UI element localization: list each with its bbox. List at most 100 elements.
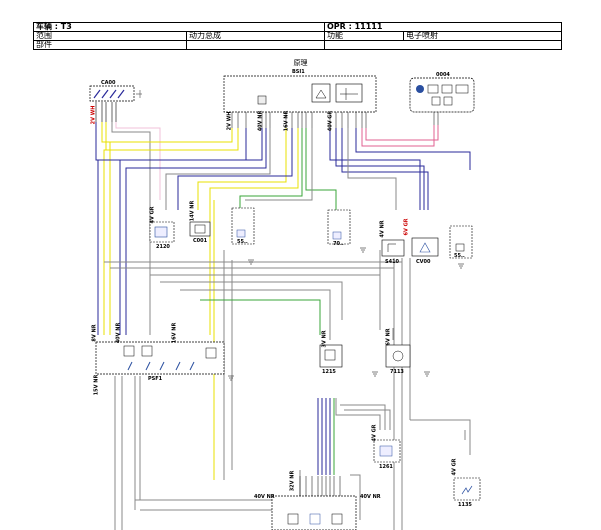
conn-bottom-top: 32V NR: [289, 470, 296, 492]
module-icon: [287, 513, 299, 525]
component-cv00: [411, 237, 439, 257]
label-psf1: PSF1: [148, 376, 163, 382]
conn-c001: 14V NR: [189, 200, 196, 222]
wire-grey: [180, 289, 331, 335]
wire-yellow: [101, 122, 111, 335]
part-label: 部件: [34, 41, 187, 49]
scope-value: 动力总成: [189, 31, 221, 40]
wire-blue: [341, 128, 429, 210]
component-55b: [449, 225, 473, 259]
wire-green: [200, 299, 321, 335]
conn-bsi-d: 40V GR: [327, 110, 334, 132]
component-ecu-bottom: [271, 476, 357, 530]
label-55b: 55..: [454, 253, 465, 259]
wire-grey: [111, 122, 151, 335]
conn-psf1-c: 16V NR: [171, 322, 178, 344]
component-ca00: [89, 85, 142, 122]
conn-bsi-b: 40V NR: [257, 110, 264, 132]
wire-grey: [135, 470, 301, 501]
label-7113: 7113: [390, 369, 404, 375]
conn-1135: 4V GR: [451, 458, 458, 476]
module-icon: [331, 513, 343, 525]
conn-bsi-c: 16V NR: [283, 110, 290, 132]
relay-icon: [123, 345, 135, 357]
ground-icon: [136, 90, 142, 98]
wire-pink: [115, 122, 161, 200]
wire-pink: [361, 125, 435, 147]
conn-bottom-right: 40V NR: [360, 494, 381, 500]
switch-icon: [127, 361, 195, 371]
conn-bottom-left: 40V NR: [254, 494, 275, 500]
label-bsi1: BSI1: [292, 69, 305, 75]
wire-grey: [245, 128, 313, 201]
connector-icon: [194, 224, 206, 234]
wire-grey: [344, 409, 391, 430]
wire-green: [239, 128, 303, 210]
gauge-icon: [416, 85, 424, 93]
conn-bsi-a: 2V WH: [226, 111, 233, 131]
module-icon: [332, 231, 342, 240]
conn-1215: 3V NR: [321, 330, 328, 348]
label-1215: 1215: [322, 369, 336, 375]
module-icon: [236, 229, 246, 238]
wire-blue: [329, 128, 421, 210]
sensor-icon: [392, 350, 404, 362]
component-s410: [381, 239, 405, 257]
scope-label: 范围: [34, 32, 187, 40]
module-icon: [311, 83, 331, 103]
conn-2120: 4V GR: [149, 206, 156, 224]
wire-grey: [340, 404, 386, 430]
wire-yellow: [106, 128, 239, 151]
label-c001: C001: [193, 238, 208, 244]
conn-1261: 4V GR: [371, 424, 378, 442]
connector-icon: [455, 243, 465, 252]
wire-grey: [335, 398, 381, 430]
sensor-icon: [154, 226, 168, 238]
label-2120: 2120: [156, 244, 170, 250]
ground-symbols: [228, 247, 464, 381]
wire-blue: [177, 128, 293, 210]
component-2120: [149, 221, 175, 243]
component-bsi1: [223, 75, 377, 128]
label-70: 70..: [333, 241, 344, 247]
label-s410: S410: [385, 259, 400, 265]
component-70: [327, 209, 351, 245]
conn-7113: 6V NR: [385, 328, 392, 346]
conn-ca00: 2V WH: [90, 105, 97, 125]
wire-green: [305, 128, 337, 210]
conn-psf1-a: 8V NR: [91, 324, 98, 342]
wire-grey: [350, 474, 361, 520]
wire-blue: [125, 128, 267, 335]
conn-psf1-d: 15V NR: [93, 374, 100, 396]
component-1215: [319, 344, 343, 368]
label-ca00: CA00: [101, 80, 116, 86]
component-7113: [385, 344, 411, 368]
wire-blue: [335, 128, 425, 210]
wire-pink: [365, 125, 439, 141]
component-1135: [453, 477, 481, 501]
conn-psf1-b: 40V NR: [115, 322, 122, 344]
warning-icon: [419, 242, 431, 253]
actuator-icon: [461, 485, 473, 495]
label-1135: 1135: [458, 502, 472, 508]
component-1261: [373, 439, 401, 463]
wire-blue: [95, 122, 99, 335]
wire-grey: [347, 128, 397, 210]
component-55a: [231, 207, 255, 245]
switch-icon: [387, 243, 396, 252]
wire-grey: [160, 281, 343, 320]
fuse-icon: [335, 83, 363, 103]
wire-grey: [410, 419, 471, 455]
relay-icon: [141, 345, 153, 357]
label-0004: 0004: [436, 72, 450, 78]
wire-blue: [119, 128, 263, 335]
label-cv00: CV00: [416, 259, 431, 265]
sensor-icon: [324, 349, 336, 361]
wire-bundle: [95, 122, 471, 530]
wire-yellow: [104, 128, 233, 143]
module-icon: [257, 95, 267, 105]
sensor-icon: [379, 445, 393, 457]
diagram-title: 原理: [293, 59, 308, 67]
conn-cv00: 6V GR: [403, 218, 410, 236]
